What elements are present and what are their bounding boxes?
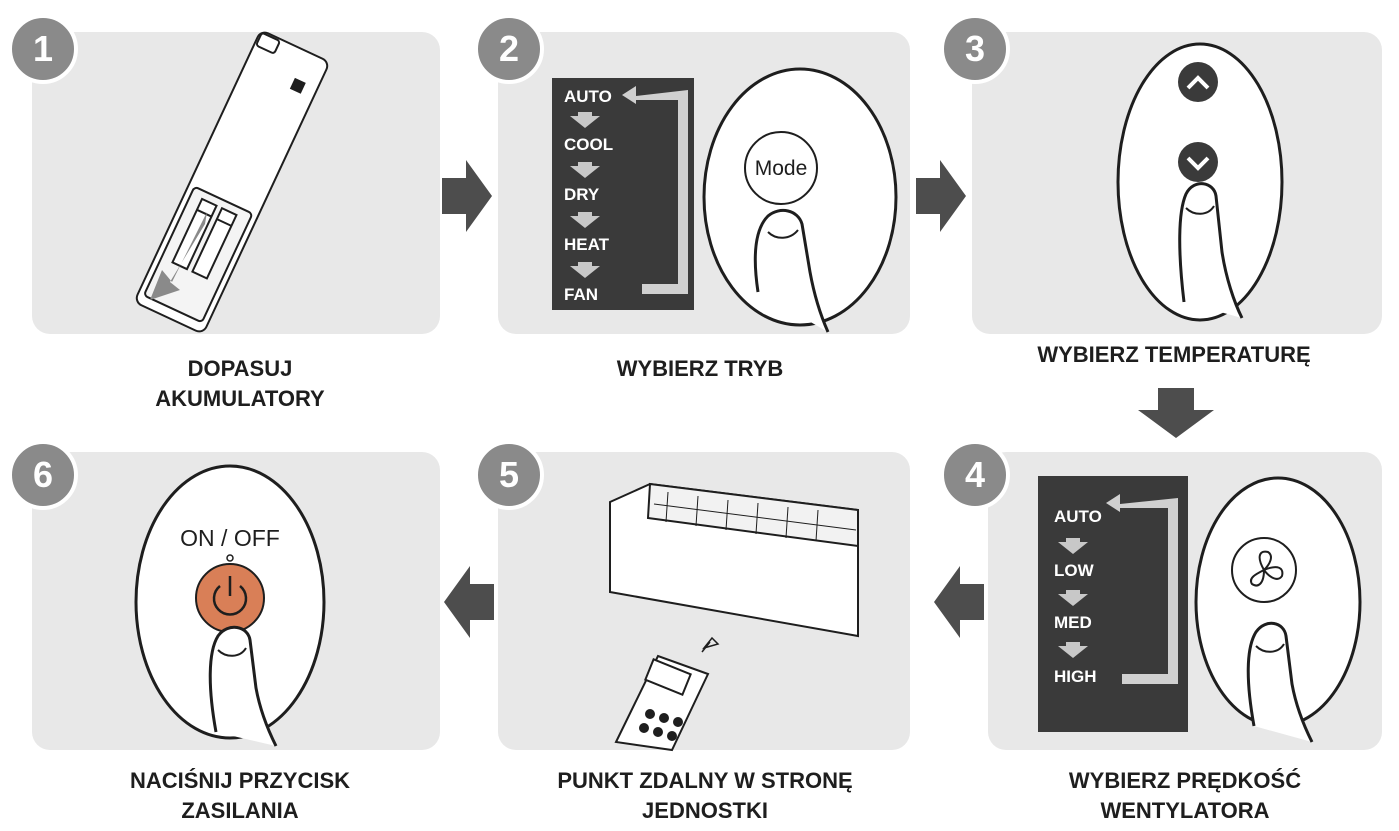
mode-item-cool: COOL [564, 135, 613, 154]
step-6-panel: ON / OFF [32, 452, 440, 750]
fan-icon [1250, 550, 1284, 587]
remote-oval [1116, 42, 1284, 322]
power-label: ON / OFF [180, 525, 280, 551]
hand-remote [614, 654, 710, 752]
step-5-caption: PUNKT ZDALNY W STRONĘ JEDNOSTKI [500, 766, 910, 826]
indoor-unit [609, 482, 859, 638]
step-5-caption-line2: JEDNOSTKI [642, 798, 768, 823]
step-6-caption: NACIŚNIJ PRZYCISK ZASILANIA [60, 766, 420, 826]
power-icon [212, 576, 248, 616]
mode-cycle-arrow [622, 86, 688, 294]
step-5-panel [498, 452, 910, 752]
step-2-badge: 2 [474, 14, 544, 84]
fan-item-high: HIGH [1054, 667, 1097, 686]
step-1-caption-line2: AKUMULATORY [155, 386, 325, 411]
step-6-badge: 6 [8, 440, 78, 510]
fan-cycle-arrow [1106, 494, 1178, 684]
step-2-caption-line1: WYBIERZ TRYB [616, 356, 784, 381]
mode-item-auto: AUTO [564, 87, 612, 106]
step-2-panel: AUTO COOL DRY HEAT FAN Mode [498, 32, 910, 334]
arrow-left-2 [444, 566, 494, 638]
chevron-up-icon[interactable] [1178, 62, 1218, 102]
step-4-panel: AUTO LOW MED HIGH [988, 452, 1382, 750]
arrow-left-1 [934, 566, 984, 638]
step-4-caption-line1: WYBIERZ PRĘDKOŚĆ [1068, 768, 1302, 793]
mode-button-label: Mode [755, 157, 808, 180]
step-1-panel [32, 31, 440, 334]
power-illustration: ON / OFF [134, 464, 326, 747]
mode-illustration: AUTO COOL DRY HEAT FAN Mode [552, 67, 898, 333]
fan-item-auto: AUTO [1054, 507, 1102, 526]
temperature-illustration [1116, 42, 1284, 322]
signal-icon [701, 636, 720, 653]
slide-arrow [150, 212, 207, 300]
fan-menu-box [1038, 476, 1188, 732]
finger [208, 625, 278, 747]
fan-speed-illustration: AUTO LOW MED HIGH [1038, 476, 1362, 743]
mode-item-dry: DRY [564, 185, 600, 204]
step-3-panel [972, 32, 1382, 334]
power-button[interactable] [195, 563, 265, 633]
arrow-right-1 [442, 160, 492, 232]
step-1-caption-line1: DOPASUJ [187, 356, 293, 381]
step-4-badge: 4 [940, 440, 1010, 510]
finger [753, 208, 830, 333]
step-6-caption-line2: ZASILANIA [181, 798, 299, 823]
step-1-caption: DOPASUJ AKUMULATORY [100, 354, 380, 414]
fan-item-med: MED [1054, 613, 1092, 632]
point-remote-illustration [609, 482, 859, 752]
finger [1178, 182, 1244, 319]
mode-button[interactable] [744, 131, 818, 205]
step-1-badge: 1 [8, 14, 78, 84]
chevron-down-icon[interactable] [1178, 142, 1218, 182]
step-3-caption: WYBIERZ TEMPERATURĘ [964, 340, 1384, 370]
step-4-caption: WYBIERZ PRĘDKOŚĆ WENTYLATORA [1000, 766, 1370, 826]
battery-remote-illustration [135, 31, 329, 333]
step-5-badge: 5 [474, 440, 544, 510]
step-6-caption-line1: NACIŚNIJ PRZYCISK [129, 768, 351, 793]
fan-item-low: LOW [1054, 561, 1095, 580]
mode-item-heat: HEAT [564, 235, 610, 254]
finger [1246, 621, 1314, 743]
arrow-down [1138, 388, 1214, 438]
step-4-caption-line2: WENTYLATORA [1100, 798, 1270, 823]
step-5-caption-line1: PUNKT ZDALNY W STRONĘ [557, 768, 853, 793]
mode-item-fan: FAN [564, 285, 598, 304]
step-3-caption-line1: WYBIERZ TEMPERATURĘ [1037, 342, 1311, 367]
arrow-right-2 [916, 160, 966, 232]
step-2-caption: WYBIERZ TRYB [540, 354, 860, 384]
step-3-badge: 3 [940, 14, 1010, 84]
